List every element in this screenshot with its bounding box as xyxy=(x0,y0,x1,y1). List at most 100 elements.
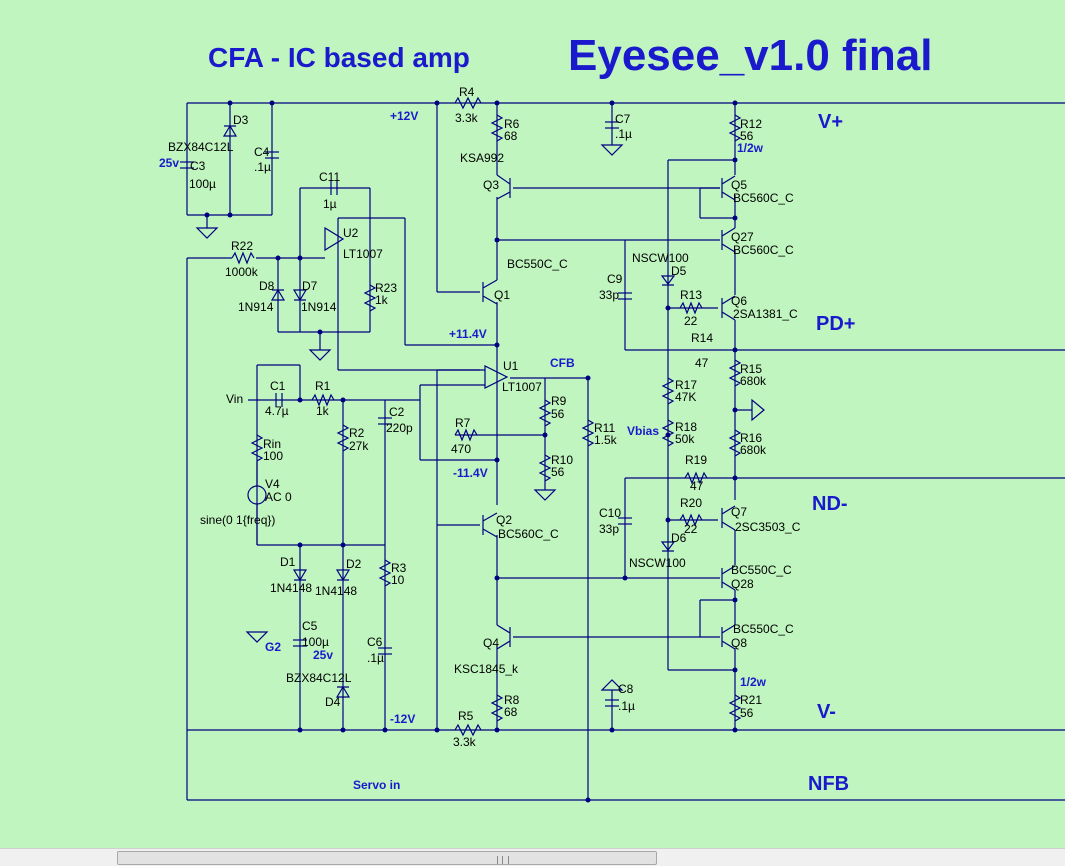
label-q4: Q4 xyxy=(483,636,499,650)
label-1n4148-a: 1N4148 xyxy=(270,581,312,595)
capacitor-c2 xyxy=(378,417,392,425)
scrollbar-grip-icon xyxy=(497,856,509,864)
opamp-u1 xyxy=(484,365,509,389)
label-cfb: CFB xyxy=(550,356,575,370)
resistor-r22 xyxy=(231,251,255,265)
schematic-canvas[interactable]: CFA - IC based amp Eyesee_v1.0 final V+ … xyxy=(0,0,1065,848)
label-c10: C10 xyxy=(599,506,621,520)
label-25v-a: 25v xyxy=(159,156,179,170)
label-1n914-a: 1N914 xyxy=(238,300,274,314)
label-r23-value: 1k xyxy=(375,293,389,307)
label-1n914-b: 1N914 xyxy=(301,300,337,314)
label-bc560-q27: BC560C_C xyxy=(733,243,794,257)
label-q8: Q8 xyxy=(731,636,747,650)
opamp-u2 xyxy=(324,226,345,252)
label-q27: Q27 xyxy=(731,230,754,244)
label-d7: D7 xyxy=(302,279,318,293)
label-r16: R16 xyxy=(740,431,762,445)
resistor-r20 xyxy=(679,513,703,527)
resistor-rin xyxy=(250,434,264,462)
label-r2-value: 27k xyxy=(349,439,369,453)
horizontal-scrollbar[interactable] xyxy=(0,848,1065,866)
label-r16-value: 680k xyxy=(740,443,767,457)
resistor-r10 xyxy=(538,454,552,482)
diode-d5 xyxy=(660,275,676,286)
resistor-r18 xyxy=(661,419,675,447)
label-r5: R5 xyxy=(458,709,474,723)
label-r10-value: 56 xyxy=(551,465,565,479)
label-r2: R2 xyxy=(349,426,365,440)
label-q5: Q5 xyxy=(731,178,747,192)
capacitor-c9 xyxy=(618,292,632,300)
transistor-q5 xyxy=(721,175,736,201)
resistors xyxy=(231,96,742,737)
label-half-watt-a: 1/2w xyxy=(737,141,764,155)
ground-4 xyxy=(600,144,624,156)
label-c2: C2 xyxy=(389,405,405,419)
label-lt1007-u1: LT1007 xyxy=(502,380,542,394)
capacitor-c11 xyxy=(330,181,338,195)
capacitor-c6 xyxy=(378,647,392,655)
label-c7: C7 xyxy=(615,112,631,126)
label-r21-value: 56 xyxy=(740,706,754,720)
label-bc560-q5: BC560C_C xyxy=(733,191,794,205)
resistor-r21 xyxy=(728,694,742,722)
label-r5-value: 3.3k xyxy=(453,735,477,749)
capacitor-c10 xyxy=(618,517,632,525)
label-u1: U1 xyxy=(503,359,519,373)
label-q28: Q28 xyxy=(731,577,754,591)
label-r3: R3 xyxy=(391,561,407,575)
label-c2-value: 220p xyxy=(386,421,413,435)
label-25v-b: 25v xyxy=(313,648,333,662)
capacitor-c1 xyxy=(275,393,283,407)
label-r20-value: 22 xyxy=(684,522,698,536)
net-vplus: V+ xyxy=(818,111,843,133)
label-r22-value: 1000k xyxy=(225,265,259,279)
capacitor-c7 xyxy=(605,121,619,129)
label-r11: R11 xyxy=(594,421,615,435)
label-bc550-q28: BC550C_C xyxy=(731,563,792,577)
label-q3: Q3 xyxy=(483,178,499,192)
label-r18-value: 50k xyxy=(675,432,695,446)
ground-3 xyxy=(533,489,557,501)
label-r11-value: 1.5k xyxy=(594,433,618,447)
label-r6: R6 xyxy=(504,117,520,131)
label-ac0: AC 0 xyxy=(265,490,292,504)
label-ksc1845: KSC1845_k xyxy=(454,662,519,676)
diode-d4 xyxy=(335,685,351,698)
label-d2: D2 xyxy=(346,557,362,571)
net-nfb: NFB xyxy=(808,773,849,795)
transistor-q1 xyxy=(482,279,498,305)
grounds xyxy=(195,144,765,691)
resistor-r13 xyxy=(679,301,703,315)
label-c5: C5 xyxy=(302,619,318,633)
label-c1: C1 xyxy=(270,379,286,393)
capacitors xyxy=(180,121,632,707)
label-r13: R13 xyxy=(680,288,702,302)
schematic-drawing: CFA - IC based amp Eyesee_v1.0 final V+ … xyxy=(159,31,1065,803)
resistor-r3 xyxy=(378,559,392,587)
label-servo-in: Servo in xyxy=(353,778,400,792)
ground-6 xyxy=(751,398,765,422)
label-c8: C8 xyxy=(618,682,634,696)
scrollbar-thumb[interactable] xyxy=(117,851,657,865)
label-d5: D5 xyxy=(671,264,687,278)
opamps xyxy=(324,226,509,389)
transistor-q4 xyxy=(496,624,511,650)
label-r1-value: 1k xyxy=(316,404,330,418)
label-q7: Q7 xyxy=(731,505,747,519)
label-r4: R4 xyxy=(459,85,475,99)
label-c1-value: 4.7µ xyxy=(265,404,289,418)
label-r6-value: 68 xyxy=(504,129,518,143)
label-minus114v: -11.4V xyxy=(453,466,488,480)
label-bzx2: BZX84C12L xyxy=(286,671,352,685)
resistor-r23 xyxy=(363,284,377,312)
resistor-r7 xyxy=(454,428,478,442)
transistor-q8 xyxy=(721,624,736,650)
label-c3-value: 100µ xyxy=(189,177,216,191)
label-r3-value: 10 xyxy=(391,573,405,587)
label-q2: Q2 xyxy=(496,513,512,527)
label-v4: V4 xyxy=(265,477,280,491)
capacitor-c8 xyxy=(605,699,619,707)
capacitor-c4 xyxy=(265,151,279,159)
